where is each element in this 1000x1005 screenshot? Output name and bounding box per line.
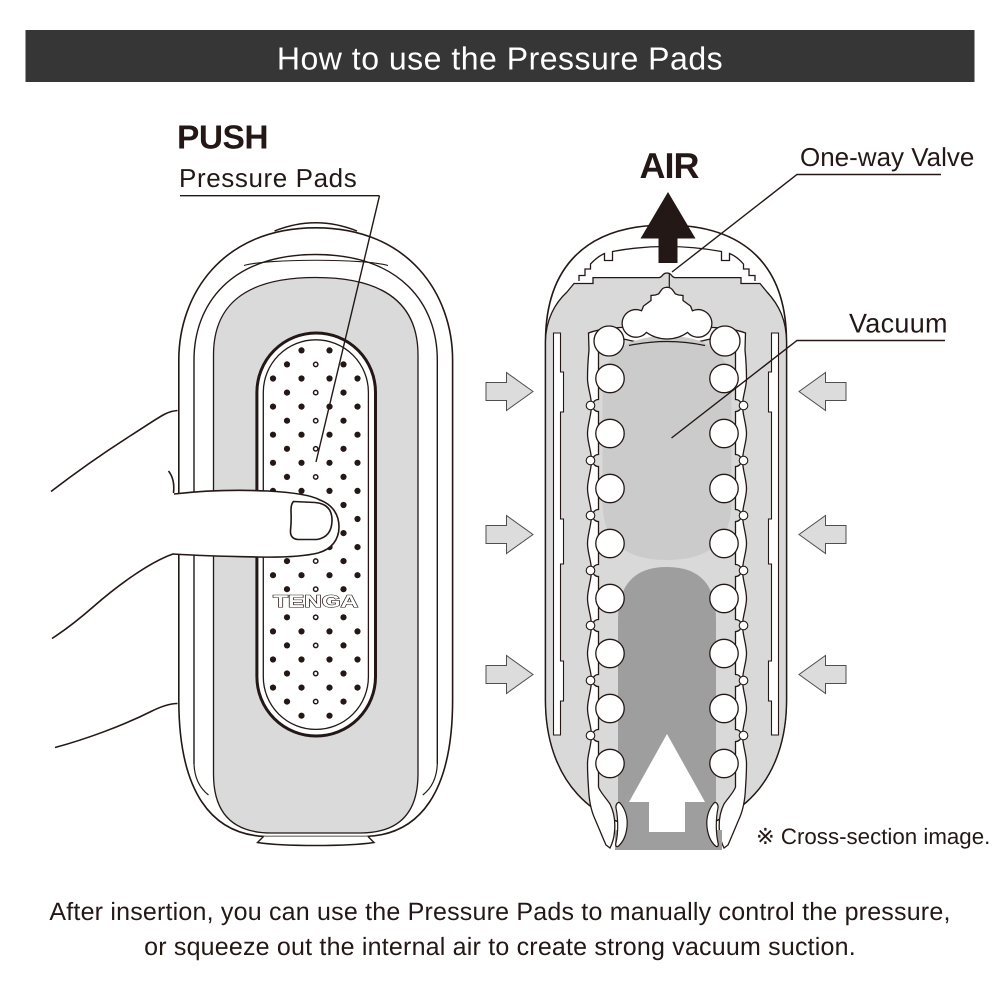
svg-text:※ Cross-section image.: ※ Cross-section image. — [756, 824, 990, 849]
svg-text:PUSH: PUSH — [177, 120, 268, 157]
svg-text:How to use the Pressure Pads: How to use the Pressure Pads — [277, 41, 723, 77]
svg-text:AIR: AIR — [640, 145, 700, 186]
svg-text:or squeeze out the internal ai: or squeeze out the internal air to creat… — [144, 933, 856, 961]
svg-text:One-way Valve: One-way Valve — [800, 142, 974, 172]
svg-text:Pressure Pads: Pressure Pads — [179, 163, 357, 193]
svg-text:After insertion, you can use t: After insertion, you can use the Pressur… — [49, 898, 950, 926]
svg-text:Vacuum: Vacuum — [849, 309, 948, 339]
svg-text:TENGA: TENGA — [273, 592, 358, 611]
